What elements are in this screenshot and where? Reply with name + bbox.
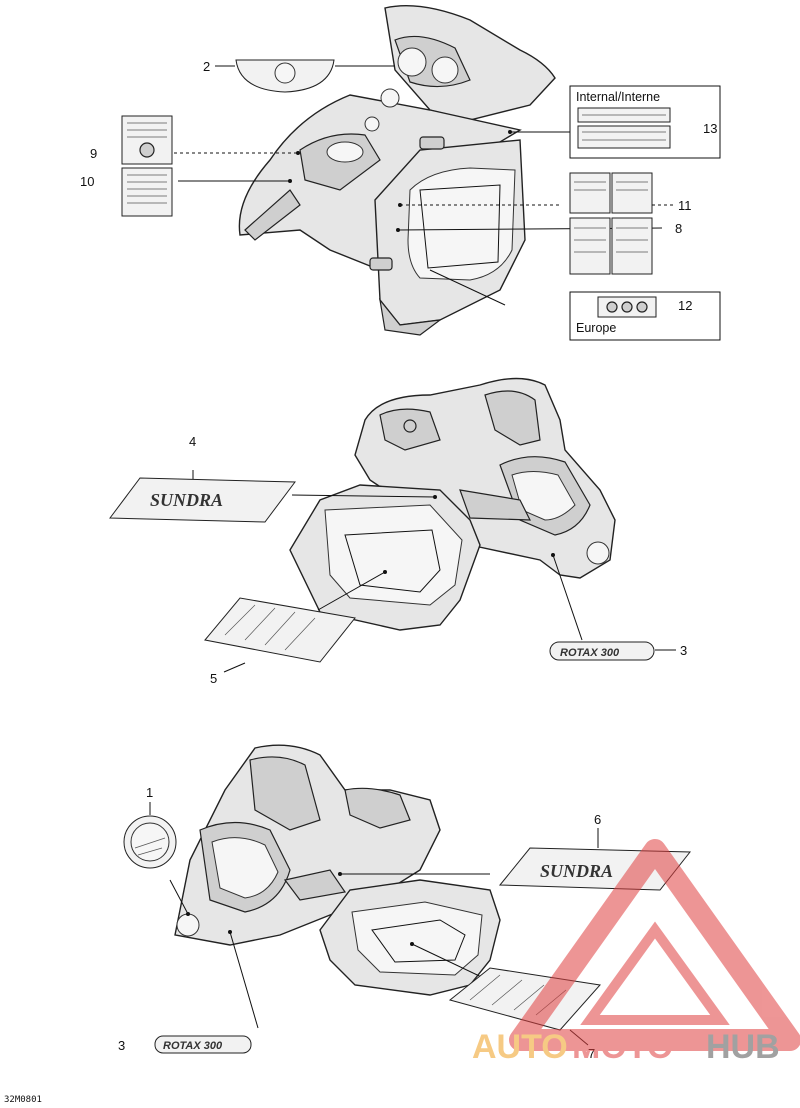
decal-4-text: SUNDRA	[150, 490, 223, 510]
watermark-moto: MOTO	[572, 1028, 673, 1066]
decal-3-text: ROTAX 300	[560, 647, 620, 659]
bottom-assembly-view	[174, 744, 501, 996]
decal-5-side	[204, 597, 356, 663]
decal-10-label	[121, 167, 173, 217]
callout-2: 2	[203, 59, 210, 74]
europe-box-title: Europe	[576, 321, 616, 335]
internal-box-title: Internal/Interne	[576, 90, 660, 104]
callout-12: 12	[678, 298, 692, 313]
callout-10: 10	[80, 174, 94, 189]
decal-2-badge	[235, 59, 335, 93]
callout-11: 11	[678, 198, 692, 213]
callout-5: 5	[210, 671, 217, 686]
callout-1: 1	[146, 785, 153, 800]
watermark-auto: AUTO	[472, 1028, 568, 1066]
decal-3-bottom-text: ROTAX 300	[163, 1040, 223, 1052]
decal-1-round-badge	[123, 815, 177, 869]
callout-7: 7	[588, 1046, 595, 1061]
top-assembly-view	[238, 5, 556, 336]
middle-assembly-view	[289, 377, 616, 631]
decal-11-labels	[569, 172, 653, 214]
automotohub-watermark: AUTO MOTO HUB	[472, 839, 800, 1066]
decal-3-rotax-badge-bottom: ROTAX 300	[154, 1035, 252, 1054]
callout-9: 9	[90, 146, 97, 161]
watermark-hub: HUB	[706, 1028, 780, 1066]
callout-3-bottom: 3	[118, 1038, 125, 1053]
callout-13: 13	[703, 121, 717, 136]
decal-9-label	[121, 115, 173, 165]
decal-3-rotax-badge: ROTAX 300	[549, 641, 655, 661]
callout-8: 8	[675, 221, 682, 236]
europe-labels-box: Europe	[569, 291, 721, 341]
decal-4-sundra: SUNDRA	[109, 477, 296, 523]
decal-6-text: SUNDRA	[540, 861, 613, 881]
callout-4: 4	[189, 434, 196, 449]
internal-labels-box: Internal/Interne	[569, 85, 721, 159]
decal-8-labels	[569, 217, 653, 275]
callout-6: 6	[594, 812, 601, 827]
callout-3-middle: 3	[680, 643, 687, 658]
drawing-code: 32M0801	[4, 1095, 42, 1105]
